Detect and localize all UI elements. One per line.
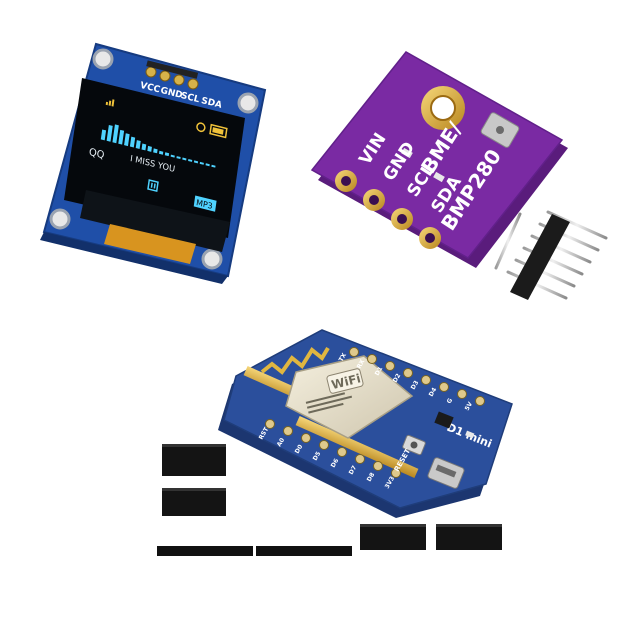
pause-icon [147,179,159,193]
d1-pin-d2: D2 [392,373,403,384]
oled-pin-vcc: VCC [139,81,161,96]
oled-pin-sda: SDA [200,96,223,111]
d1-pin-d7: D7 [348,465,359,476]
d1-pin-labels-top: TX RX D1 D2 D3 D4 G 5V [338,352,475,412]
oled-corner-mark: ST 2.6 [47,168,58,190]
oled-pin-labels: VCC GND SCL SDA [139,81,223,111]
oled-mp3-label: MP3 [196,198,214,211]
d1-mini-module: WiFi TX RX D1 D2 D3 D4 G 5V [218,329,513,518]
micro-usb-port [427,457,465,489]
alarm-icon [196,122,206,133]
stacking-header-1 [360,524,426,600]
female-header-left-top [162,444,226,482]
oled-ribbon-cable [104,224,196,264]
d1-pin-d3: D3 [410,380,421,391]
reset-button [402,434,426,456]
d1-pin-d1: D1 [374,366,385,377]
angled-pin-header [494,210,608,300]
d1-pin-d5: D5 [312,451,323,462]
d1-pin-d0: D0 [294,444,305,455]
oled-left-label: QQ [88,147,105,162]
d1-pin-a0: A0 [276,437,286,448]
oled-mp3-badge [193,195,217,212]
equalizer-bars [100,124,216,168]
male-header-1 [157,532,253,588]
bme280-module: BME/ BMP280 VIN GND SCL SDA [310,51,568,268]
oled-header-pins [145,60,199,90]
bme280-pin-pads [335,170,441,249]
oled-pin-scl: SCL [180,91,201,105]
d1-header-holes-bottom [265,419,401,478]
bme280-sensor-chip [480,112,520,148]
signal-icon [105,99,115,107]
d1-pin-d8: D8 [366,472,377,483]
bme280-mount-hole [421,86,465,130]
oled-mount-holes [49,48,259,270]
d1-pin-5v: 5V [464,401,475,412]
stacking-header-2 [436,524,502,600]
d1-header-holes-top [349,347,485,406]
bme280-pcb [310,51,564,259]
oled-module: VCC GND SCL SDA [40,42,267,284]
wifi-logo: WiFi [330,371,362,392]
d1-pin-d4: D4 [428,387,439,398]
male-header-2 [256,532,352,588]
d1-pin-tx: TX [338,352,349,363]
d1-pin-g: G [446,397,455,405]
d1-pin-rx: RX [356,358,367,370]
battery-icon [209,123,228,139]
wifi-antenna-trace [260,346,330,375]
d1-pin-d6: D6 [330,458,341,469]
female-header-left-bottom [162,488,226,522]
